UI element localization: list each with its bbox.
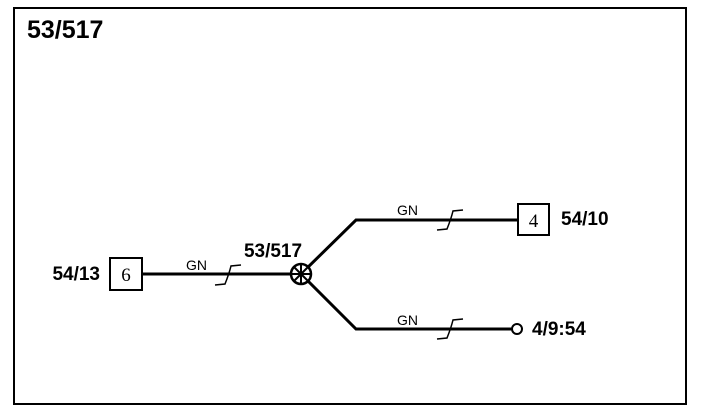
wire-left-color-label: GN bbox=[186, 257, 207, 273]
connector-left-pin-number: 6 bbox=[121, 265, 131, 286]
connector-left-pin-box[interactable] bbox=[109, 257, 143, 291]
connector-upper-right-label: 54/10 bbox=[561, 209, 609, 230]
wire-upper[interactable] bbox=[298, 218, 520, 277]
wire-lower-color-label: GN bbox=[397, 312, 418, 328]
wire-upper-color-label: GN bbox=[397, 202, 418, 218]
connector-upper-right-pin-box[interactable] bbox=[517, 203, 550, 236]
wire-break-upper-icon bbox=[436, 209, 464, 231]
connector-upper-right-pin-number: 4 bbox=[529, 211, 539, 232]
wire-break-left-icon bbox=[214, 264, 242, 286]
connector-left-label: 54/13 bbox=[52, 264, 100, 285]
wire-lower[interactable] bbox=[298, 271, 514, 331]
splice-label: 53/517 bbox=[244, 241, 302, 262]
diagram-frame bbox=[13, 7, 687, 405]
terminal-lower-right-icon[interactable] bbox=[511, 323, 523, 335]
diagram-title: 53/517 bbox=[27, 16, 103, 44]
connector-lower-right-label: 4/9:54 bbox=[532, 319, 586, 340]
wire-break-lower-icon bbox=[436, 318, 464, 340]
splice-icon[interactable] bbox=[289, 262, 313, 286]
